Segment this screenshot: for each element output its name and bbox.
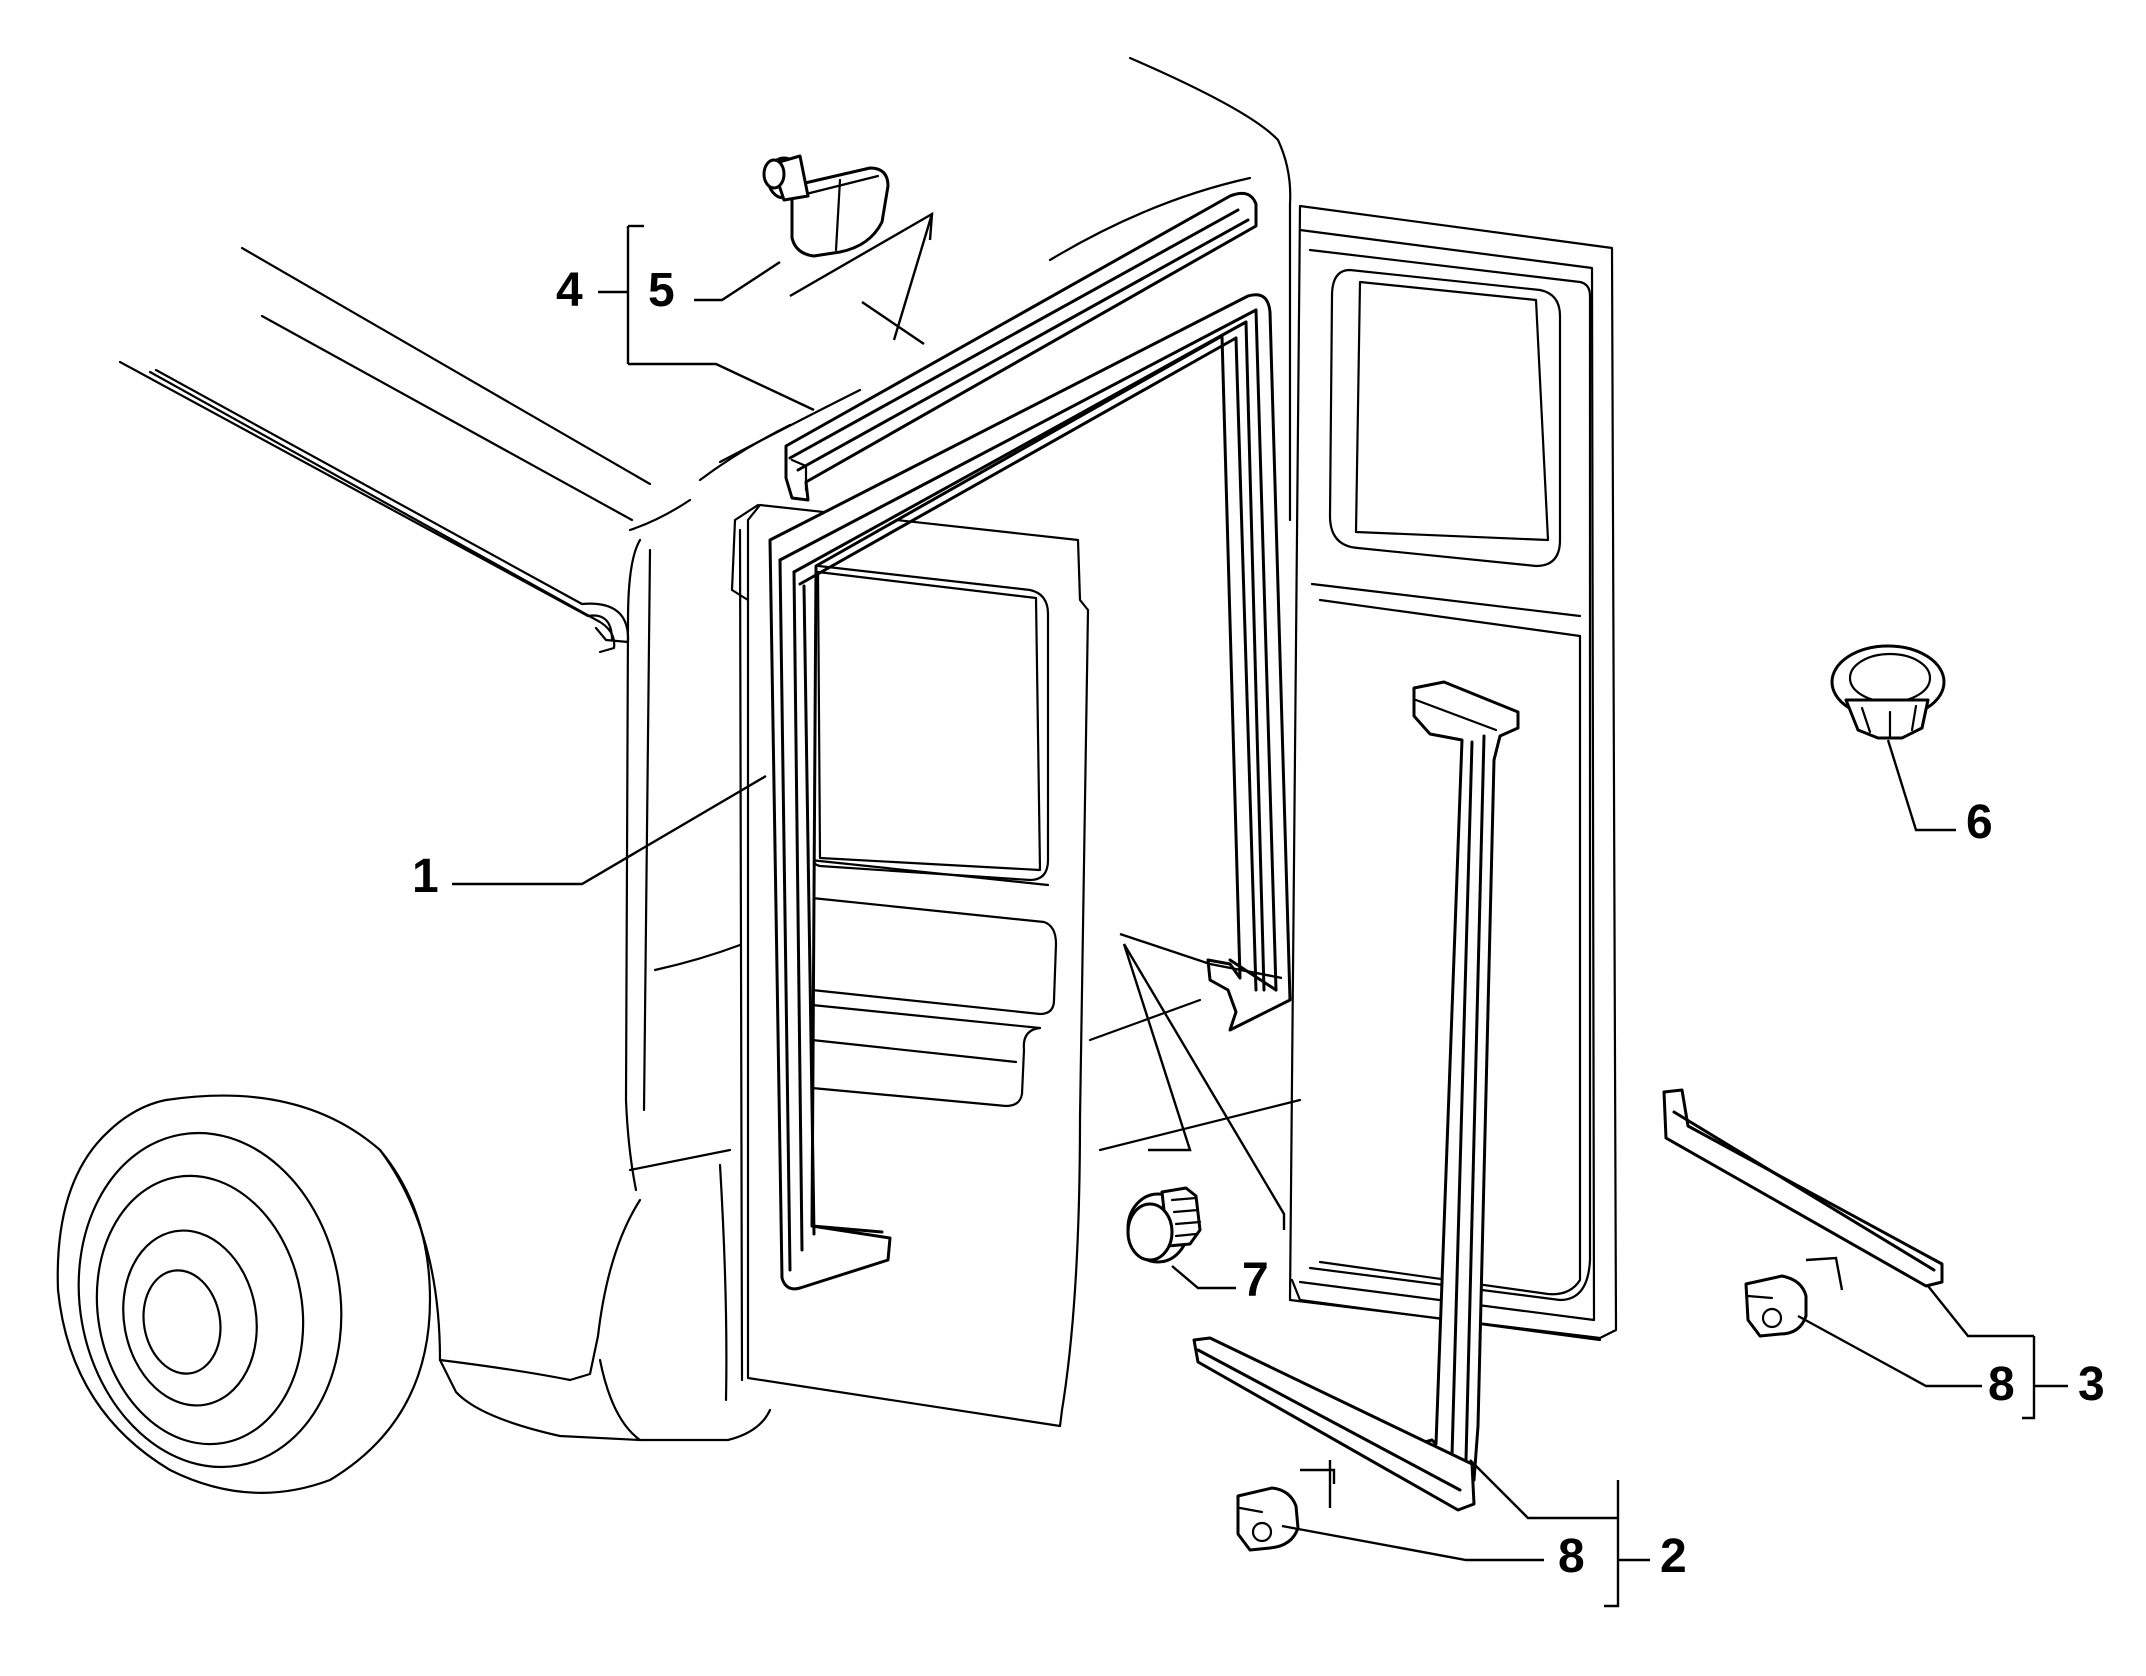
callout-8-lower: 8 <box>1558 1530 1585 1583</box>
door-seal-part-1 <box>768 293 1292 1291</box>
callout-6: 6 <box>1966 796 1993 849</box>
callout-8-upper: 8 <box>1988 1358 2015 1411</box>
callout-3: 3 <box>2078 1358 2105 1411</box>
top-rail-part-4 <box>784 191 1258 502</box>
clip-part-8-a <box>1236 1486 1300 1552</box>
bolt-part-7 <box>1126 1186 1202 1264</box>
strip-part-3 <box>1662 1088 1944 1288</box>
callout-labels: 1 2 3 4 5 6 7 8 8 <box>412 264 2105 1583</box>
callout-1: 1 <box>412 850 439 903</box>
clip-part-8-b <box>1744 1274 1808 1338</box>
leader-lines <box>452 211 2068 1608</box>
sill-strip-part-2 <box>1192 1336 1476 1512</box>
right-rear-door <box>1288 204 1618 1342</box>
callout-4: 4 <box>556 264 583 317</box>
clip-part-5 <box>762 154 890 258</box>
callout-5: 5 <box>648 264 675 317</box>
seal-part-2 <box>1412 680 1520 1482</box>
wheel <box>56 1094 442 1494</box>
van-body <box>118 56 1302 1442</box>
plug-part-6 <box>1830 644 1946 740</box>
callout-7: 7 <box>1242 1254 1269 1307</box>
callout-2: 2 <box>1660 1530 1687 1583</box>
